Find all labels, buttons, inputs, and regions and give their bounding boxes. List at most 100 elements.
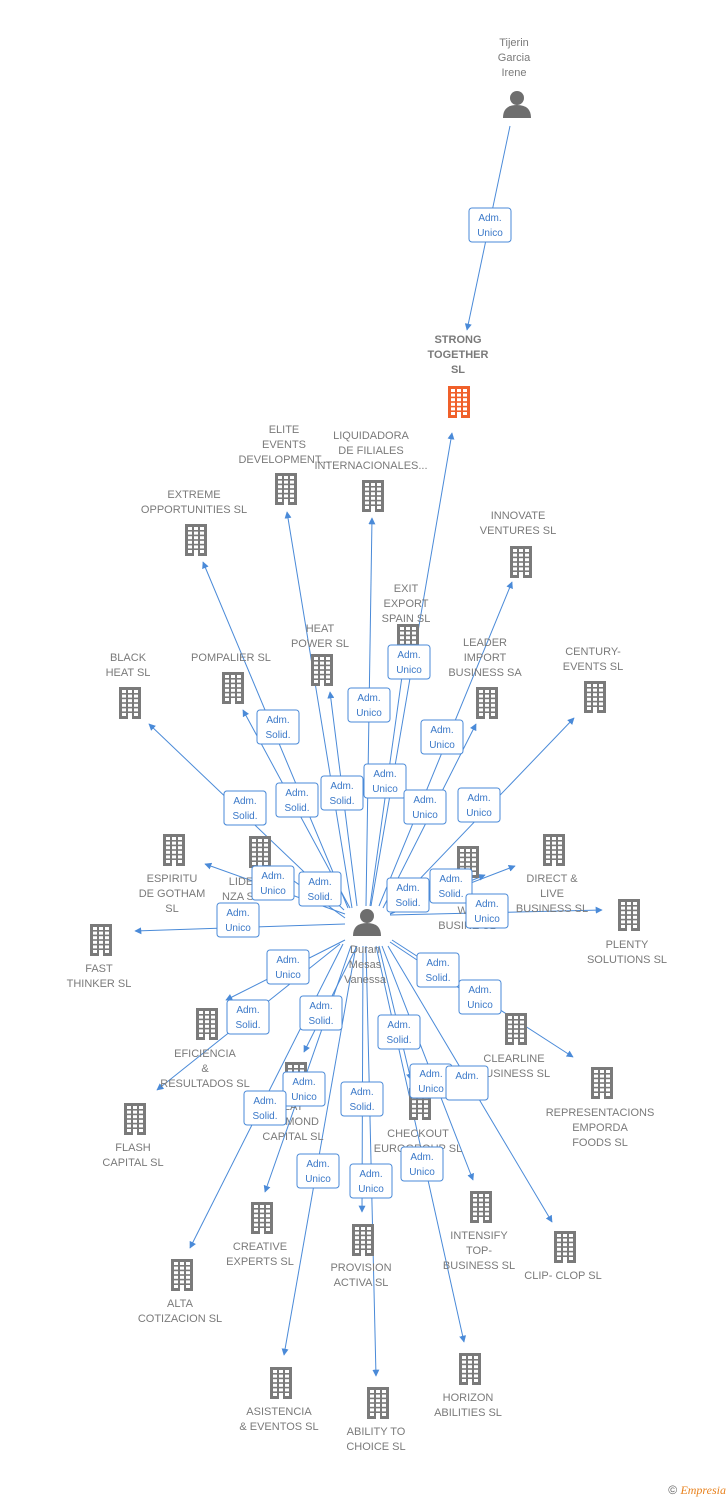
- node-label-line: EXPERTS SL: [226, 1256, 294, 1268]
- edge-label[interactable]: Adm.Unico: [465, 893, 509, 929]
- building-icon[interactable]: [367, 1387, 389, 1419]
- building-icon[interactable]: [275, 473, 297, 505]
- footer-credit[interactable]: © Empresia: [668, 1483, 726, 1498]
- edge-label[interactable]: Adm.Solid.: [226, 999, 270, 1035]
- building-icon[interactable]: [311, 654, 333, 686]
- building-icon[interactable]: [90, 924, 112, 956]
- edge-label[interactable]: Adm.Unico: [458, 979, 502, 1015]
- building-icon[interactable]: [510, 546, 532, 578]
- building-icon[interactable]: [171, 1259, 193, 1291]
- node-label-line: IMPORT: [464, 652, 507, 664]
- node-eficiencia[interactable]: EFICIENCIA&RESULTADOS SL: [160, 1008, 250, 1090]
- edge-label[interactable]: Adm.Solid.: [386, 877, 430, 913]
- edge-label[interactable]: Adm.Solid.: [298, 871, 342, 907]
- edge-label[interactable]: Adm.Solid.: [256, 709, 300, 745]
- node-pompalier[interactable]: POMPALIER SL: [191, 652, 271, 704]
- building-icon[interactable]: [591, 1067, 613, 1099]
- edge-label-line: Solid.: [386, 1035, 411, 1046]
- building-icon[interactable]: [362, 480, 384, 512]
- building-icon[interactable]: [185, 524, 207, 556]
- edge-label[interactable]: Adm.Solid.: [243, 1090, 287, 1126]
- edge-label[interactable]: Adm.Unico: [347, 687, 391, 723]
- person-icon[interactable]: [503, 91, 531, 118]
- building-icon[interactable]: [476, 687, 498, 719]
- edge-label[interactable]: Adm.Unico: [216, 902, 260, 938]
- edge-label-line: Adm.: [266, 715, 289, 726]
- building-icon[interactable]: [249, 836, 271, 868]
- building-icon[interactable]: [554, 1231, 576, 1263]
- node-label-line: CENTURY-: [565, 646, 621, 658]
- edge-label[interactable]: Adm.Unico: [266, 949, 310, 985]
- building-icon[interactable]: [270, 1367, 292, 1399]
- edge-label[interactable]: Adm.Unico: [282, 1071, 326, 1107]
- edge-label[interactable]: Adm.Unico: [457, 787, 501, 823]
- edge-label[interactable]: Adm.Unico: [349, 1163, 393, 1199]
- node-label-line: INTENSIFY: [450, 1230, 508, 1242]
- edge-label[interactable]: Adm.Solid.: [416, 952, 460, 988]
- edge-label-line: Unico: [396, 665, 422, 676]
- node-elite[interactable]: ELITEEVENTSDEVELOPMENT...: [238, 424, 330, 505]
- edge-label[interactable]: Adm.Solid.: [299, 995, 343, 1031]
- edge-label[interactable]: Adm.Unico: [400, 1146, 444, 1182]
- person-icon[interactable]: [353, 909, 381, 936]
- building-icon[interactable]: [163, 834, 185, 866]
- building-icon[interactable]: [124, 1103, 146, 1135]
- building-icon[interactable]: [543, 834, 565, 866]
- edge-label[interactable]: Adm.Unico: [420, 719, 464, 755]
- edge-label[interactable]: Adm.Unico: [363, 763, 407, 799]
- building-icon[interactable]: [584, 681, 606, 713]
- edge-label[interactable]: Adm.Unico: [468, 207, 512, 243]
- building-icon[interactable]: [222, 672, 244, 704]
- node-clip[interactable]: CLIP- CLOP SL: [524, 1231, 602, 1282]
- edge-label[interactable]: Adm.Unico: [387, 644, 431, 680]
- node-asistencia[interactable]: ASISTENCIA& EVENTOS SL: [239, 1367, 319, 1433]
- edge-label[interactable]: Adm.Solid.: [223, 790, 267, 826]
- edge-label[interactable]: Adm.Solid.: [320, 775, 364, 811]
- edge-label[interactable]: Adm.: [445, 1065, 489, 1101]
- building-icon[interactable]: [119, 687, 141, 719]
- node-label-line: BUSINESS SL: [443, 1260, 515, 1272]
- edge-label[interactable]: Adm.Solid.: [377, 1014, 421, 1050]
- building-icon[interactable]: [196, 1008, 218, 1040]
- edge-label[interactable]: Adm.Solid.: [429, 868, 473, 904]
- node-label-line: DE FILIALES: [338, 445, 403, 457]
- edge-label-line: Adm.: [426, 958, 449, 969]
- building-icon[interactable]: [618, 899, 640, 931]
- edge-label[interactable]: Adm.Unico: [251, 865, 295, 901]
- edge-label-line: Adm.: [236, 1005, 259, 1016]
- edge-label[interactable]: Adm.Solid.: [340, 1081, 384, 1117]
- edge-label[interactable]: Adm.Solid.: [275, 782, 319, 818]
- building-icon[interactable]: [448, 386, 470, 418]
- building-icon[interactable]: [459, 1353, 481, 1385]
- building-icon[interactable]: [505, 1013, 527, 1045]
- building-icon[interactable]: [251, 1202, 273, 1234]
- building-icon[interactable]: [352, 1224, 374, 1256]
- building-icon[interactable]: [470, 1191, 492, 1223]
- edge-label[interactable]: Adm.Unico: [296, 1153, 340, 1189]
- edge-label[interactable]: Adm.Unico: [403, 789, 447, 825]
- node-century[interactable]: CENTURY-EVENTS SL: [563, 646, 624, 713]
